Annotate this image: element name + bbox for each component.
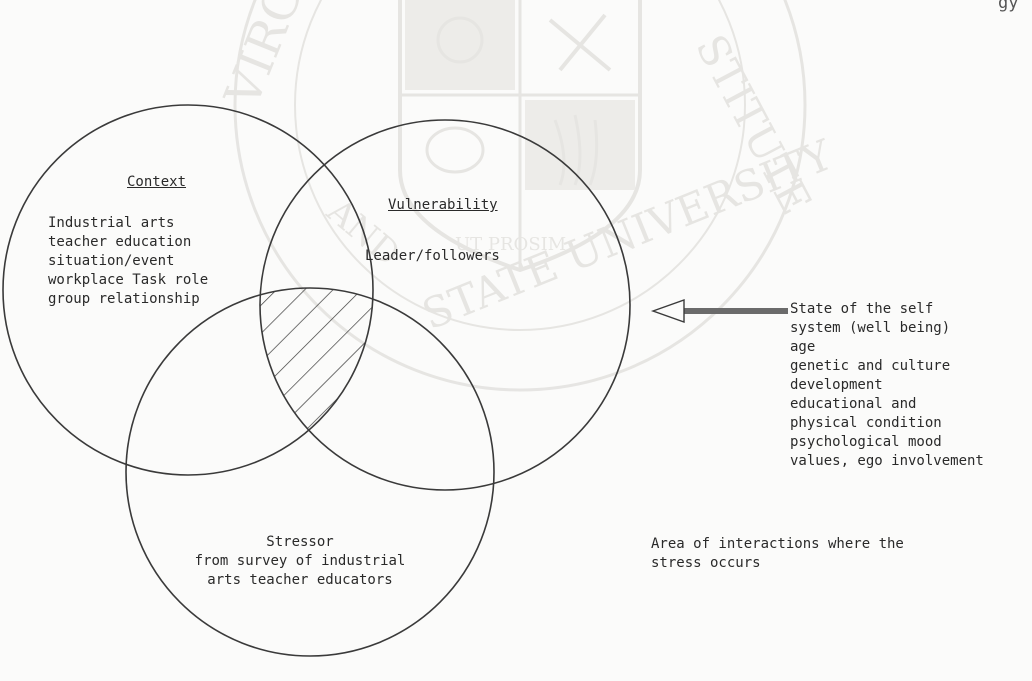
vulnerability-circle [259, 119, 631, 491]
self-state-line: age [790, 339, 816, 355]
context-line: Industrial arts [48, 215, 175, 231]
self-state-line: physical condition [790, 415, 942, 431]
self-state-line: psychological mood [790, 434, 942, 450]
vulnerability-line: Leader/followers [365, 248, 500, 264]
context-line: teacher education [48, 234, 192, 250]
vulnerability-title: Vulnerability [388, 197, 498, 213]
self-state-line: values, ego involvement [790, 453, 984, 469]
self-state-line: genetic and culture [790, 358, 951, 374]
context-line: workplace Task role [48, 272, 209, 288]
context-line: situation/event [48, 253, 175, 269]
stressor-line: Stressor [266, 534, 334, 550]
watermark-text-virgi: VIRGI [214, 0, 321, 115]
stressor-line: arts teacher educators [207, 572, 393, 588]
interaction-area-note: Area of interactions where the stress oc… [651, 535, 904, 573]
context-list: Industrial arts teacher education situat… [48, 214, 208, 309]
context-title: Context [127, 174, 187, 190]
watermark-motto: UT PROSIM [455, 234, 566, 255]
stressor-line: from survey of industrial [194, 553, 406, 569]
self-state-line: development [790, 377, 883, 393]
note-line: Area of interactions where the [651, 536, 904, 552]
context-circle [2, 104, 374, 476]
self-state-line: State of the self [790, 301, 934, 317]
left-arrow-icon [650, 299, 788, 323]
self-state-list: State of the self system (well being) ag… [790, 300, 984, 471]
context-line: group relationship [48, 291, 200, 307]
interaction-area-hatch [260, 288, 373, 475]
self-state-line: system (well being) [790, 320, 951, 336]
stressor-label: Stressor from survey of industrial arts … [140, 533, 460, 590]
self-state-line: educational and [790, 396, 917, 412]
corner-text: gy [998, 0, 1019, 13]
stressor-circle [125, 287, 495, 657]
note-line: stress occurs [651, 555, 761, 571]
